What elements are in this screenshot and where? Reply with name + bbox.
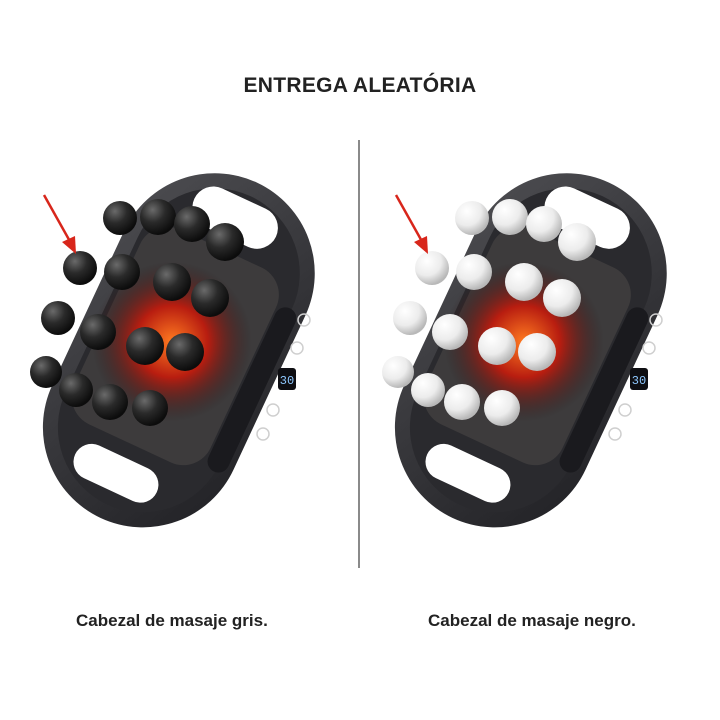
product-image-black: 30 xyxy=(372,150,702,570)
product-image-gray: 30 xyxy=(20,150,350,570)
caption-gray: Cabezal de masaje gris. xyxy=(76,611,268,630)
control-panel: 30 xyxy=(256,313,311,441)
massage-balls xyxy=(382,199,596,426)
caption-black: Cabezal de masaje negro. xyxy=(428,611,636,630)
massage-balls xyxy=(30,199,244,426)
red-arrow-icon xyxy=(42,194,76,254)
svg-text:30: 30 xyxy=(632,374,646,388)
red-arrow-icon xyxy=(394,194,428,254)
page-title: ENTREGA ALEATÓRIA xyxy=(243,74,477,97)
control-panel: 30 xyxy=(608,313,663,441)
divider xyxy=(358,140,360,568)
svg-text:30: 30 xyxy=(280,374,294,388)
